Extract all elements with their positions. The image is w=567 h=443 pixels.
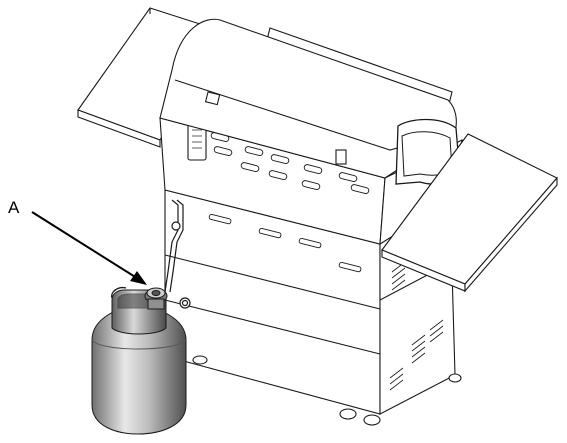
callout-arrow [31, 211, 147, 285]
propane-tank [91, 286, 187, 435]
right-side-shelf [381, 133, 558, 293]
propane-tank-valve [144, 287, 168, 310]
gas-hose [164, 199, 191, 309]
callout-label-a: A [8, 198, 20, 217]
